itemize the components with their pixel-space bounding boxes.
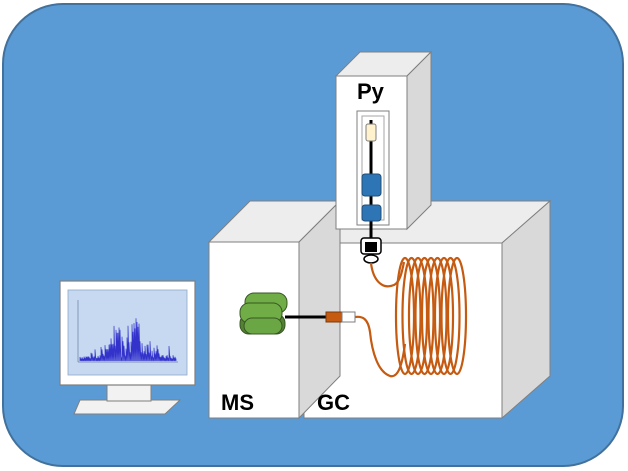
column-coil-loop [394, 256, 416, 376]
column-coil-loop [407, 256, 429, 376]
capillary-column-coil-icon [354, 256, 468, 378]
injector-ferrule [363, 254, 379, 264]
mass-spectrum-icon [77, 300, 178, 363]
furnace-block-upper [361, 173, 382, 197]
quadrupole-icon [239, 292, 288, 335]
pyrolyzer [334, 50, 433, 264]
monitor-stand-neck [106, 383, 152, 402]
transfer-line-heater [325, 311, 343, 323]
pyrolyzer-label: Py [357, 79, 385, 104]
column-coil-loop [401, 256, 422, 376]
column-coil-loop [446, 256, 468, 376]
furnace-block-lower [361, 204, 382, 222]
monitor-stand-base [73, 399, 182, 415]
computer-monitor-icon [59, 280, 196, 415]
column-coil-loop [440, 256, 461, 376]
column-coil-loop [420, 256, 442, 376]
column-coil-loop [433, 256, 455, 376]
transfer-line-ferrule [341, 311, 356, 323]
injector-nut-core [365, 242, 377, 252]
ms-unit [207, 199, 342, 420]
column-coil-loop [427, 256, 448, 376]
ms-label: MS [221, 390, 254, 415]
transfer-line [285, 311, 356, 323]
sample-cup-icon [365, 123, 377, 142]
gc-label: GC [317, 390, 350, 415]
pyrolyzer-side [406, 50, 432, 231]
column-coil-loop [414, 256, 435, 376]
